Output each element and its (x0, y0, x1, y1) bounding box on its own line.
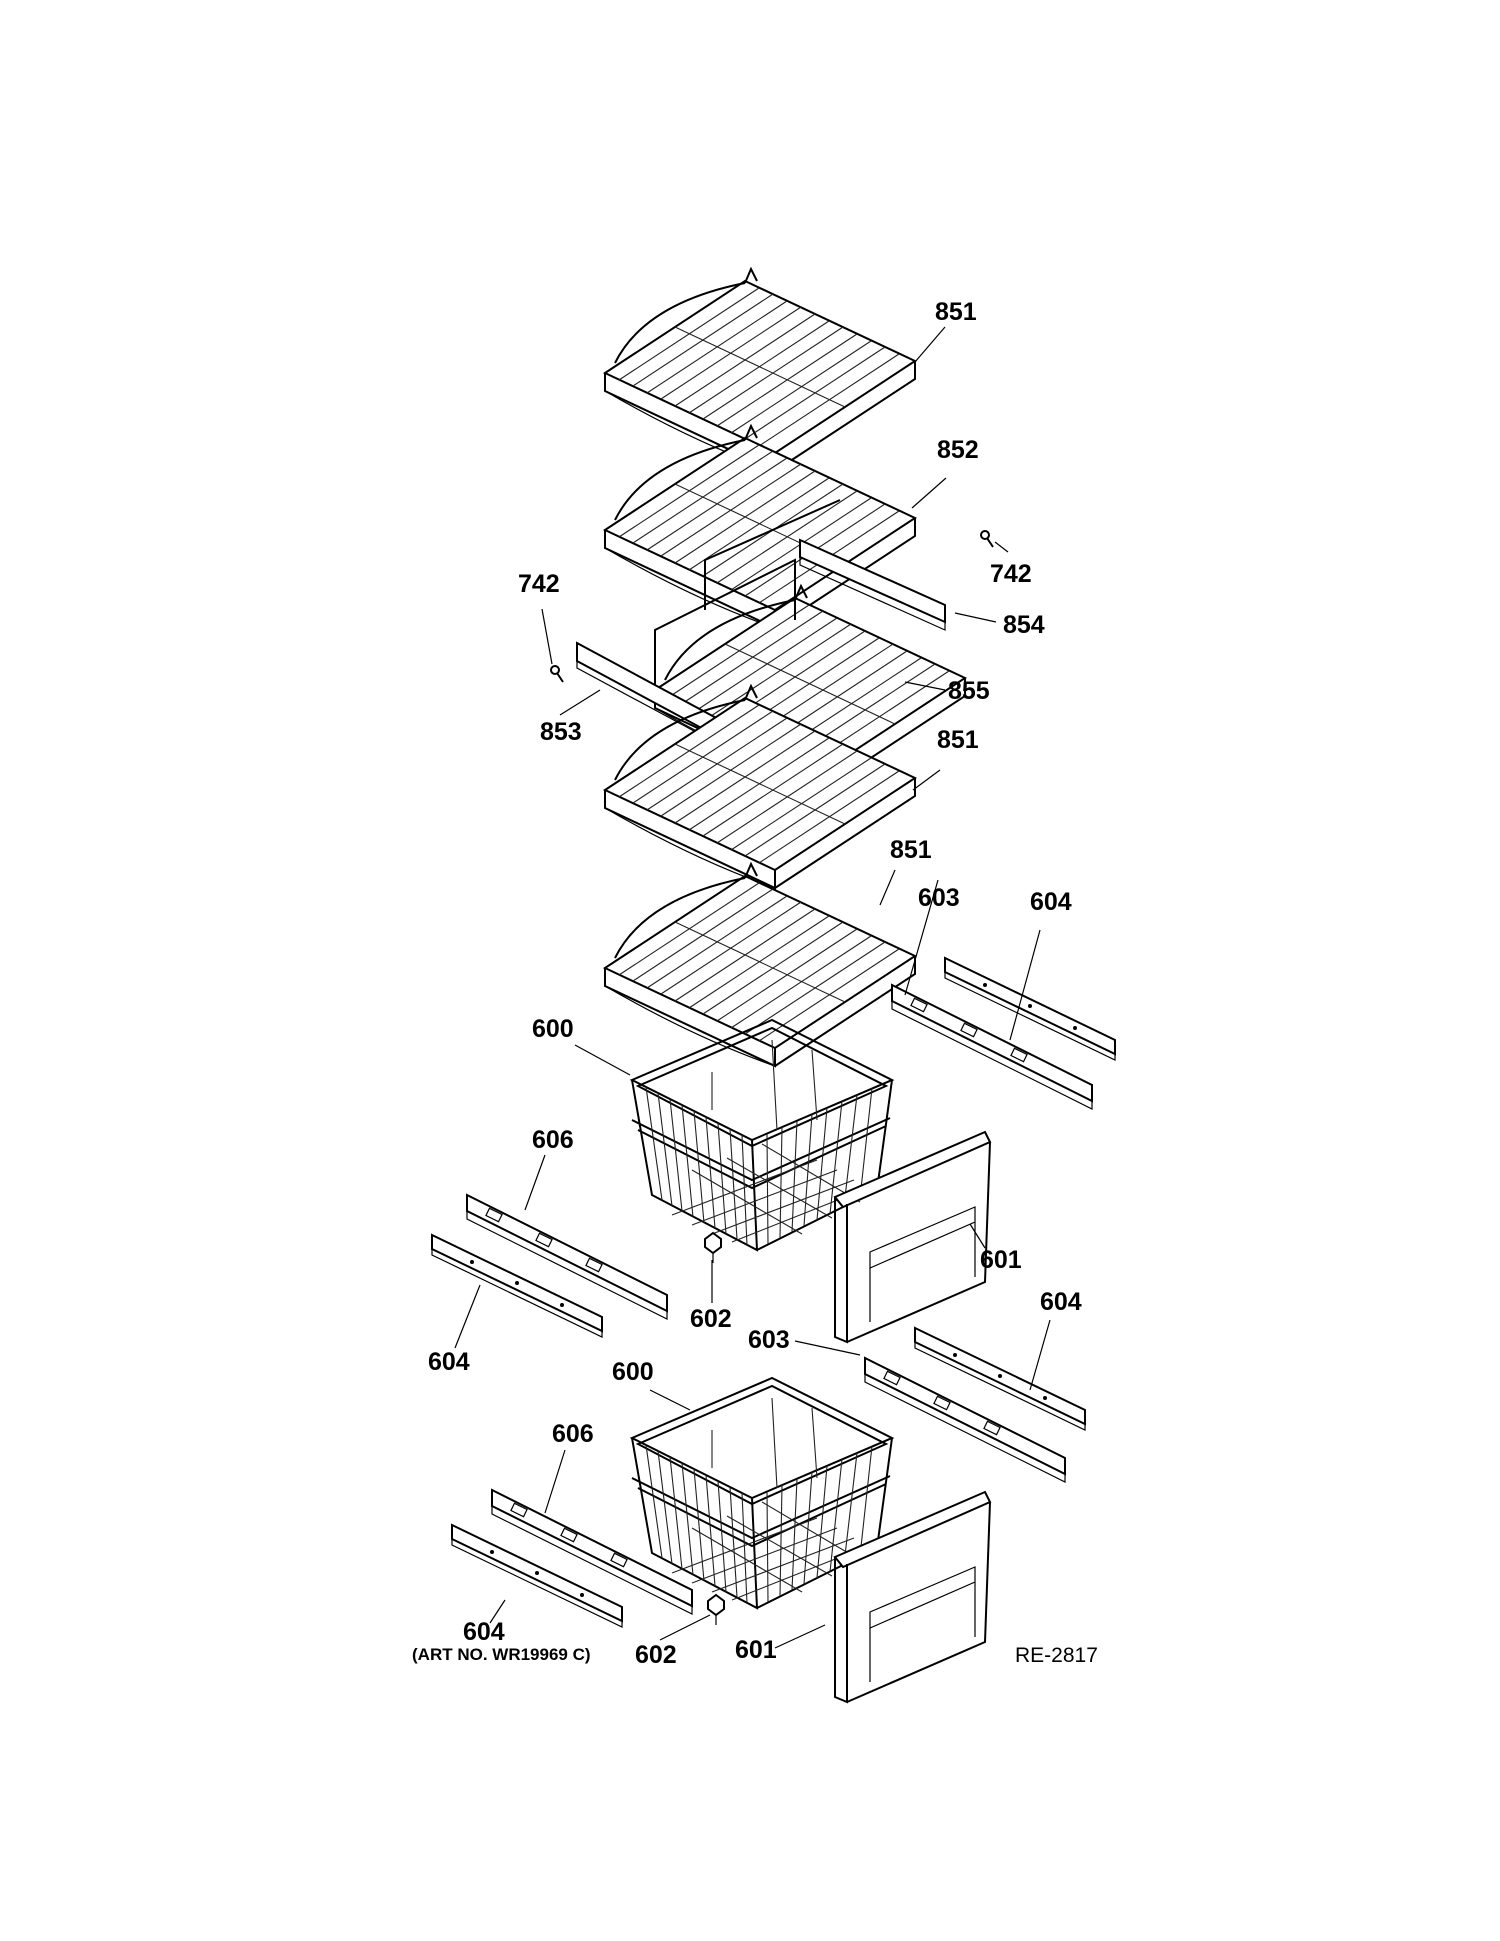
label-604-upper-right: 604 (1030, 888, 1072, 916)
label-854: 854 (1003, 611, 1045, 639)
label-600-upper: 600 (532, 1015, 574, 1043)
label-603-lower: 603 (748, 1326, 790, 1354)
screw-left (550, 665, 564, 683)
label-852: 852 (937, 436, 979, 464)
label-853: 853 (540, 718, 582, 746)
label-603-upper: 603 (918, 884, 960, 912)
wire-shelf-852 (604, 425, 916, 629)
label-606-upper: 606 (532, 1126, 574, 1154)
drawer-cover-lower (834, 1491, 991, 1703)
label-851-mid: 851 (937, 726, 979, 754)
label-604-upper-left: 604 (428, 1348, 470, 1376)
flat-rail-lower-left (451, 1524, 623, 1628)
basket-855 (654, 499, 966, 789)
label-601-lower: 601 (735, 1636, 777, 1664)
label-851-low: 851 (890, 836, 932, 864)
drawing-code: RE-2817 (1015, 1644, 1098, 1667)
clip-lower (707, 1594, 725, 1626)
leader-lines (454, 326, 1051, 1649)
slide-rail-lower-right (864, 1357, 1066, 1483)
wire-shelf-top (604, 268, 916, 472)
screw-right (980, 530, 994, 548)
flat-rail-lower-right (914, 1327, 1086, 1431)
label-602-lower: 602 (635, 1641, 677, 1669)
flat-rail-upper-right (944, 957, 1116, 1061)
label-601-upper: 601 (980, 1246, 1022, 1274)
label-600-lower: 600 (612, 1358, 654, 1386)
label-606-lower: 606 (552, 1420, 594, 1448)
label-604-lower-right: 604 (1040, 1288, 1082, 1316)
slide-rail-upper-right (891, 984, 1093, 1110)
wire-basket-upper (631, 1019, 893, 1251)
art-number: (ART NO. WR19969 C) (412, 1645, 591, 1664)
clip-upper (704, 1232, 722, 1264)
label-602-upper: 602 (690, 1305, 732, 1333)
label-855: 855 (948, 677, 990, 705)
label-604-lower-left: 604 (463, 1618, 505, 1646)
wire-basket-lower (631, 1377, 893, 1609)
rail-854 (799, 538, 946, 631)
label-851-top: 851 (935, 298, 977, 326)
wire-shelf-low (604, 863, 916, 1067)
label-742-right: 742 (990, 560, 1032, 588)
drawer-cover-upper (834, 1131, 991, 1343)
label-742-left: 742 (518, 570, 560, 598)
